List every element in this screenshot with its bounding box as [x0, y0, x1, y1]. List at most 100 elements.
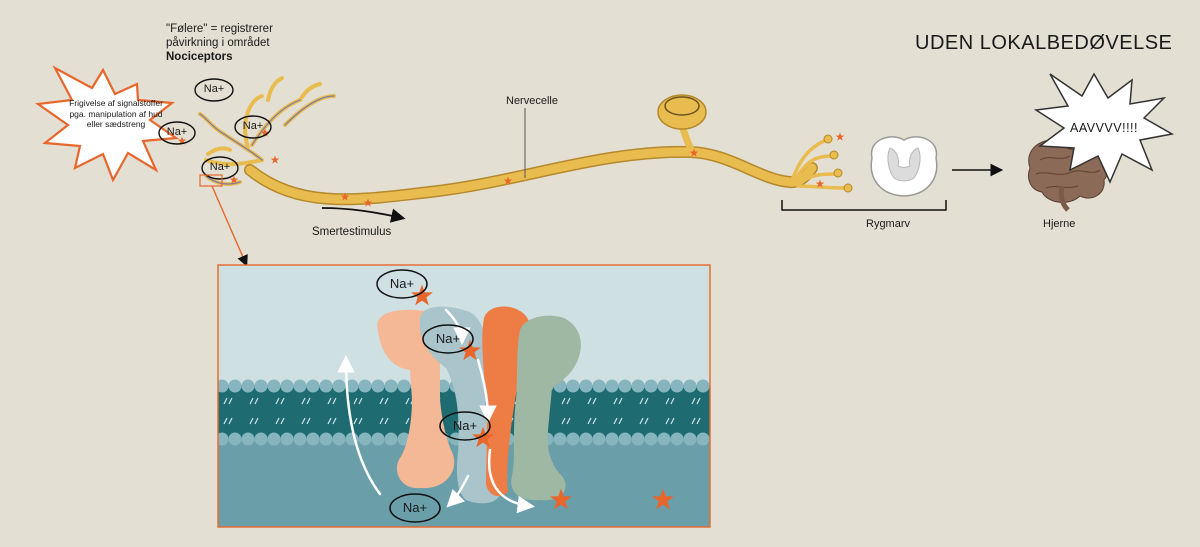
lipid-tail: [249, 417, 259, 425]
lipid-tail: [301, 417, 311, 425]
channel-subunit-green: [511, 315, 581, 501]
nerve-cell: [198, 76, 853, 206]
receptor-note: "Følere" = registrerer påvirkning i områ…: [166, 22, 273, 64]
lipid-tail: [587, 417, 597, 425]
lipid-tail: [691, 397, 701, 405]
zoom-region: [199, 174, 223, 187]
receptor-note-line2: påvirkning i området: [166, 37, 270, 49]
ouch-burst: [1033, 72, 1175, 184]
lipid-head: [631, 379, 645, 393]
lipid-head: [254, 379, 268, 393]
cell-nucleus: [664, 96, 700, 116]
lipid-tail: [379, 417, 389, 425]
lipid-head: [267, 432, 281, 446]
lipid-head: [579, 379, 593, 393]
brain-label: Hjerne: [1043, 218, 1076, 230]
release-burst: [35, 65, 180, 183]
lipid-tail: [639, 397, 649, 405]
lipid-head: [566, 432, 580, 446]
na-label: Na+: [203, 83, 225, 95]
channel-subunit-blue: [419, 306, 500, 504]
lipid-head: [657, 432, 671, 446]
lipid-head: [306, 379, 320, 393]
lipid-head: [592, 432, 606, 446]
lipid-head: [319, 379, 333, 393]
lipid-head: [228, 432, 242, 446]
lipid-tail: [665, 417, 675, 425]
zoom-connector: [211, 185, 248, 267]
lipid-head: [618, 432, 632, 446]
lipid-head: [280, 379, 294, 393]
lipid-tail: [249, 397, 259, 405]
lipid-head: [319, 432, 333, 446]
spinal-cord: [870, 136, 938, 197]
lipid-head: [241, 432, 255, 446]
na-label: Na+: [166, 126, 188, 138]
lipid-head: [657, 379, 671, 393]
lipid-tail: [665, 397, 675, 405]
lipid-head: [605, 379, 619, 393]
lipid-head: [670, 432, 684, 446]
lipid-head: [280, 432, 294, 446]
receptor-note-line1: "Følere" = registrerer: [166, 23, 273, 35]
na-label: Na+: [389, 276, 415, 291]
lipid-tail: [275, 417, 285, 425]
na-label: Na+: [435, 331, 461, 346]
lipid-tail: [223, 417, 233, 425]
lipid-head: [293, 432, 307, 446]
lipid-head: [670, 379, 684, 393]
pain-stimulus-label: Smertestimulus: [312, 226, 392, 238]
lipid-head: [384, 379, 398, 393]
ouch-text: AAVVVV!!!!: [1070, 121, 1138, 135]
na-label: Na+: [402, 500, 428, 515]
lipid-head: [683, 432, 697, 446]
na-ovals-small: [158, 78, 272, 180]
lipid-head: [241, 379, 255, 393]
lipid-head: [644, 432, 658, 446]
lipid-head: [605, 432, 619, 446]
lipid-head: [254, 432, 268, 446]
lipid-tail: [691, 417, 701, 425]
lipid-tail: [561, 417, 571, 425]
lipid-head: [683, 379, 697, 393]
lipid-head: [696, 432, 710, 446]
lipid-head: [384, 432, 398, 446]
lipid-tail: [223, 397, 233, 405]
release-text: Frigivelse af signalstoffer pga. manipul…: [69, 98, 163, 129]
lipid-head: [358, 379, 372, 393]
lipid-tail: [379, 397, 389, 405]
sodium-channel-panel: [218, 265, 710, 527]
lipid-tail: [353, 417, 363, 425]
lipid-tail: [613, 397, 623, 405]
na-label: Na+: [209, 161, 231, 173]
spinal-cord-bracket: [781, 200, 947, 211]
lipid-head: [267, 379, 281, 393]
lipid-head: [371, 432, 385, 446]
lipid-head: [397, 379, 411, 393]
receptor-note-line3: Nociceptors: [166, 51, 233, 63]
lipid-head: [371, 379, 385, 393]
lipid-head: [332, 379, 346, 393]
lipid-head: [696, 379, 710, 393]
na-label: Na+: [452, 418, 478, 433]
lipid-head: [345, 379, 359, 393]
lipid-head: [228, 379, 242, 393]
lipid-tail: [353, 397, 363, 405]
lipid-tail: [613, 417, 623, 425]
lipid-tail: [327, 417, 337, 425]
lipid-tail: [327, 397, 337, 405]
lipid-tail: [587, 397, 597, 405]
lipid-head: [592, 379, 606, 393]
spinal-cord-label: Rygmarv: [866, 218, 911, 230]
lipid-head: [218, 379, 229, 393]
lipid-head: [218, 432, 229, 446]
lipid-head: [293, 379, 307, 393]
lipid-head: [566, 379, 580, 393]
lipid-head: [553, 432, 567, 446]
lipid-head: [358, 432, 372, 446]
lipid-head: [579, 432, 593, 446]
lipid-head: [631, 432, 645, 446]
page-title: UDEN LOKALBEDØVELSE: [915, 32, 1173, 54]
nerve-cell-label: Nervecelle: [506, 95, 558, 107]
